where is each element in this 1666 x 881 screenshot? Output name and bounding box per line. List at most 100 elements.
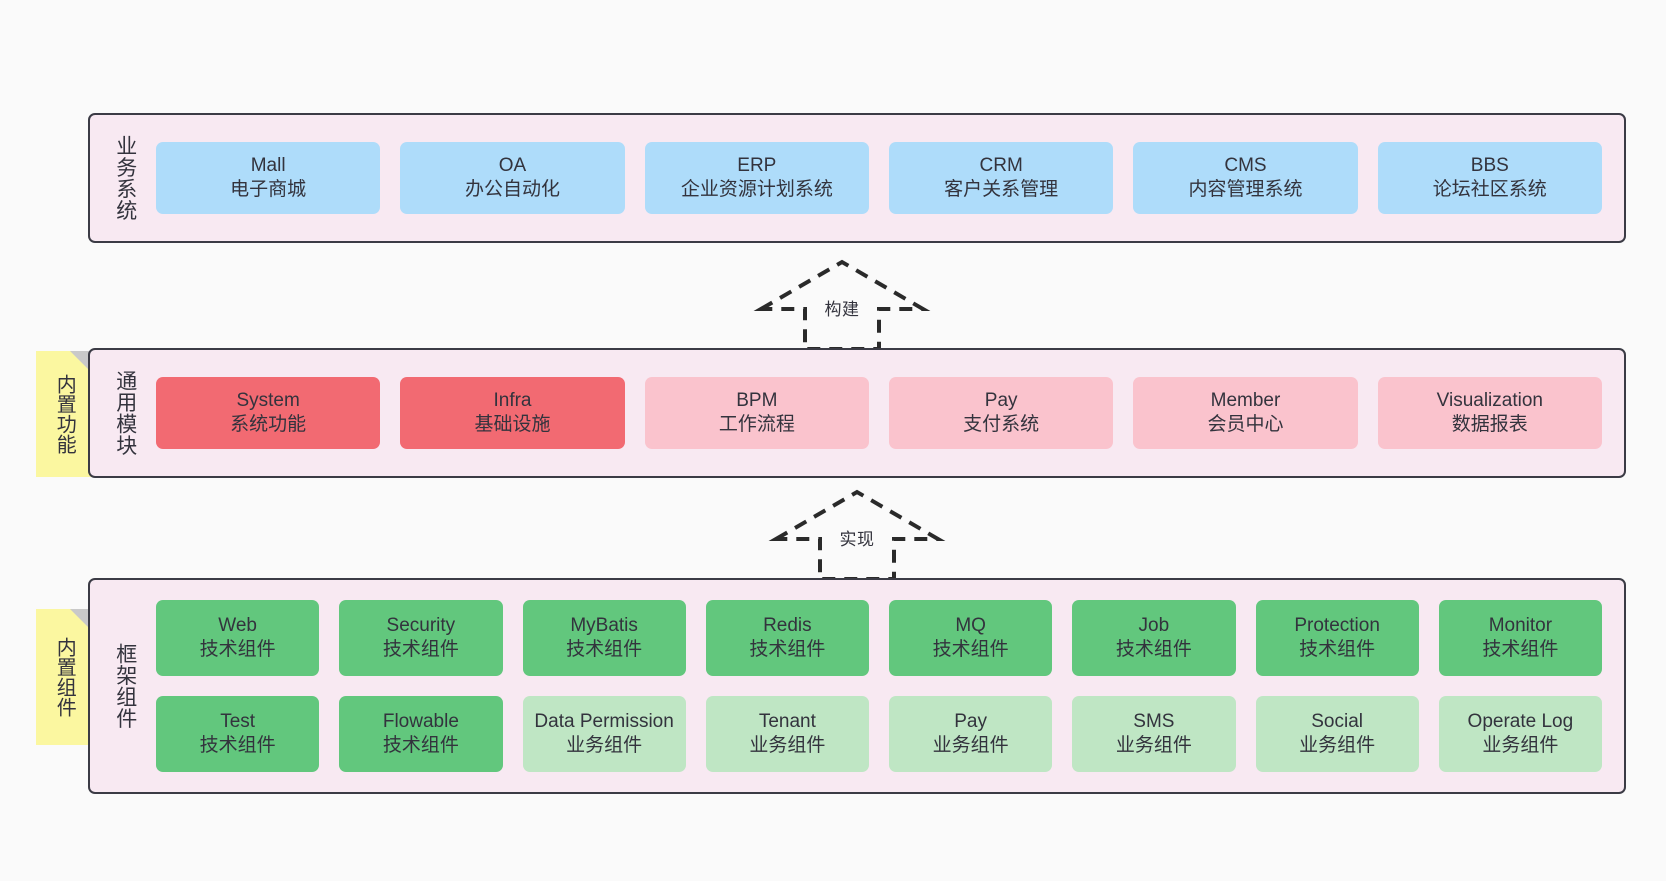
card-monitor[interactable]: Monitor 技术组件 [1438, 600, 1602, 676]
card-title: Member [1210, 389, 1281, 411]
card-title: Protection [1294, 614, 1380, 636]
layer-framework-title: 框架组件 [113, 643, 137, 729]
note-fold-corner-icon [70, 351, 92, 373]
framework-card-row-2: Test 技术组件 Flowable 技术组件 Data Permission … [156, 696, 1602, 772]
card-web[interactable]: Web 技术组件 [156, 600, 320, 676]
card-title: Data Permission [534, 710, 674, 732]
card-protection[interactable]: Protection 技术组件 [1255, 600, 1419, 676]
layer-common-title: 通用模块 [113, 370, 137, 456]
card-title: OA [498, 154, 527, 176]
card-title: Infra [493, 389, 532, 411]
card-sms[interactable]: SMS 业务组件 [1072, 696, 1236, 772]
framework-card-row-1: Web 技术组件 Security 技术组件 MyBatis 技术组件 Redi… [156, 600, 1602, 676]
card-visualization[interactable]: Visualization 数据报表 [1377, 377, 1602, 449]
dashed-hollow-up-arrow-icon [768, 489, 946, 581]
card-bpm[interactable]: BPM 工作流程 [644, 377, 869, 449]
card-flowable[interactable]: Flowable 技术组件 [339, 696, 503, 772]
card-mybatis[interactable]: MyBatis 技术组件 [522, 600, 686, 676]
card-subtitle: 业务组件 [1299, 735, 1376, 756]
card-pay-business[interactable]: Pay 业务组件 [889, 696, 1053, 772]
card-subtitle: 办公自动化 [464, 179, 560, 200]
card-subtitle: 业务组件 [1482, 735, 1559, 756]
card-subtitle: 技术组件 [199, 735, 276, 756]
card-subtitle: 业务组件 [566, 735, 643, 756]
card-subtitle: 系统功能 [230, 414, 307, 435]
note-fold-corner-icon [70, 609, 92, 631]
arrow-build: 构建 [753, 258, 931, 353]
layer-common-modules: 通用模块 System 系统功能 Infra 基础设施 BPM 工作流程 Pay… [88, 348, 1626, 478]
card-pay[interactable]: Pay 支付系统 [888, 377, 1114, 449]
card-subtitle: 技术组件 [1115, 639, 1192, 660]
card-job[interactable]: Job 技术组件 [1072, 600, 1236, 676]
arrow-implement: 实现 [768, 488, 946, 583]
business-card-row: Mall 电子商城 OA 办公自动化 ERP 企业资源计划系统 CRM 客户关系… [156, 142, 1602, 214]
layer-business-title: 业务系统 [113, 135, 137, 221]
card-social[interactable]: Social 业务组件 [1255, 696, 1419, 772]
card-subtitle: 论坛社区系统 [1432, 179, 1547, 200]
card-member[interactable]: Member 会员中心 [1133, 377, 1358, 449]
card-title: Test [220, 710, 256, 732]
card-title: BPM [736, 389, 778, 411]
layer-framework-components: 框架组件 Web 技术组件 Security 技术组件 MyBatis 技术组件… [88, 578, 1626, 794]
card-subtitle: 技术组件 [1482, 639, 1559, 660]
card-subtitle: 数据报表 [1451, 414, 1528, 435]
card-title: Monitor [1488, 614, 1553, 636]
card-subtitle: 业务组件 [932, 735, 1009, 756]
card-subtitle: 技术组件 [1299, 639, 1376, 660]
card-title: Redis [763, 614, 812, 636]
card-title: System [236, 389, 300, 411]
card-subtitle: 技术组件 [932, 639, 1009, 660]
card-title: Tenant [758, 710, 816, 732]
card-security[interactable]: Security 技术组件 [339, 600, 503, 676]
card-title: MyBatis [570, 614, 638, 636]
card-title: ERP [737, 154, 777, 176]
card-title: SMS [1133, 710, 1175, 732]
card-mall[interactable]: Mall 电子商城 [156, 142, 381, 214]
card-subtitle: 技术组件 [749, 639, 826, 660]
card-mq[interactable]: MQ 技术组件 [889, 600, 1053, 676]
card-title: CRM [979, 154, 1023, 176]
card-title: Security [386, 614, 456, 636]
card-system[interactable]: System 系统功能 [156, 377, 381, 449]
card-erp[interactable]: ERP 企业资源计划系统 [644, 142, 869, 214]
card-cms[interactable]: CMS 内容管理系统 [1133, 142, 1358, 214]
layer-business-body: Mall 电子商城 OA 办公自动化 ERP 企业资源计划系统 CRM 客户关系… [146, 115, 1624, 241]
card-tenant[interactable]: Tenant 业务组件 [705, 696, 869, 772]
card-subtitle: 电子商城 [230, 179, 307, 200]
card-oa[interactable]: OA 办公自动化 [400, 142, 625, 214]
note-builtin-function: 内置功能 [36, 351, 92, 477]
card-title: Job [1138, 614, 1170, 636]
card-title: CMS [1224, 154, 1267, 176]
note-label: 内置功能 [53, 374, 76, 454]
card-bbs[interactable]: BBS 论坛社区系统 [1377, 142, 1602, 214]
layer-common-body: System 系统功能 Infra 基础设施 BPM 工作流程 Pay 支付系统… [146, 350, 1624, 476]
card-crm[interactable]: CRM 客户关系管理 [888, 142, 1114, 214]
card-title: Mall [250, 154, 286, 176]
card-title: BBS [1470, 154, 1509, 176]
common-card-row: System 系统功能 Infra 基础设施 BPM 工作流程 Pay 支付系统… [156, 377, 1602, 449]
card-subtitle: 支付系统 [963, 414, 1040, 435]
arrow-implement-label: 实现 [839, 530, 875, 549]
card-redis[interactable]: Redis 技术组件 [705, 600, 869, 676]
card-subtitle: 企业资源计划系统 [680, 179, 833, 200]
note-builtin-component: 内置组件 [36, 609, 92, 745]
card-infra[interactable]: Infra 基础设施 [400, 377, 625, 449]
card-subtitle: 技术组件 [382, 735, 459, 756]
card-title: Visualization [1436, 389, 1543, 411]
card-title: Flowable [382, 710, 459, 732]
card-subtitle: 技术组件 [566, 639, 643, 660]
card-data-permission[interactable]: Data Permission 业务组件 [522, 696, 686, 772]
arrow-build-label: 构建 [824, 300, 860, 319]
card-title: Pay [984, 389, 1018, 411]
card-subtitle: 内容管理系统 [1188, 179, 1303, 200]
layer-business-systems: 业务系统 Mall 电子商城 OA 办公自动化 ERP 企业资源计划系统 CRM… [88, 113, 1626, 243]
card-test[interactable]: Test 技术组件 [156, 696, 320, 772]
card-subtitle: 基础设施 [474, 414, 551, 435]
card-operate-log[interactable]: Operate Log 业务组件 [1438, 696, 1602, 772]
card-title: Social [1311, 710, 1363, 732]
card-title: Pay [954, 710, 987, 732]
card-subtitle: 业务组件 [749, 735, 826, 756]
card-subtitle: 工作流程 [718, 414, 795, 435]
card-subtitle: 技术组件 [199, 639, 276, 660]
